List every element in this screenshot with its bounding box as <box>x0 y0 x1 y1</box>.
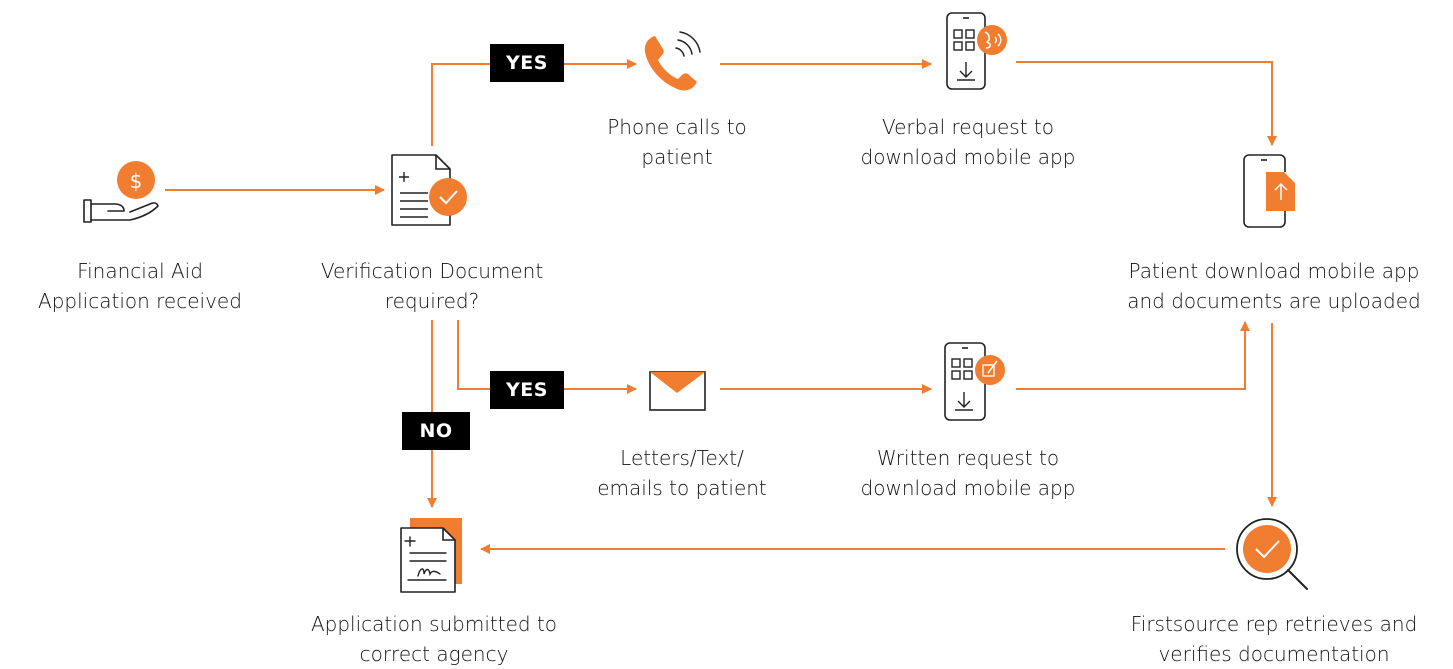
label-written: Written request to download mobile app <box>838 443 1098 503</box>
no-tag: NO <box>402 412 470 450</box>
label-financial-aid-line2: Application received <box>38 289 242 313</box>
label-phone-line2: patient <box>641 145 713 169</box>
mobile-upload-icon <box>1243 154 1295 228</box>
connector-written-to-patient-download <box>1016 321 1250 390</box>
yes-tag-bottom: YES <box>490 371 564 409</box>
connector-verbal-to-patient-download <box>1016 61 1277 146</box>
label-verification: Verification Document required? <box>292 256 572 316</box>
label-letters-line2: emails to patient <box>597 476 767 500</box>
label-firstsource: Firstsource rep retrieves and verifies d… <box>1098 609 1450 669</box>
label-patient-download-line2: and documents are uploaded <box>1127 289 1421 313</box>
signed-document-icon <box>400 518 462 593</box>
label-letters: Letters/Text/ emails to patient <box>572 443 792 503</box>
label-letters-line1: Letters/Text/ <box>620 446 744 470</box>
label-firstsource-line2: verifies documentation <box>1158 642 1390 666</box>
label-written-line2: download mobile app <box>860 476 1076 500</box>
phone-ringing-icon <box>644 31 701 91</box>
label-patient-download: Patient download mobile app and document… <box>1100 256 1448 316</box>
label-phone: Phone calls to patient <box>562 112 792 172</box>
label-financial-aid: Financial Aid Application received <box>10 256 270 316</box>
connector-verification-to-letters <box>457 320 637 394</box>
label-verbal-line2: download mobile app <box>860 145 1076 169</box>
connector-verification-to-phone <box>431 59 637 146</box>
label-phone-line1: Phone calls to <box>607 115 747 139</box>
envelope-icon <box>649 371 706 411</box>
label-verification-line1: Verification Document <box>320 259 544 283</box>
yes-tag-top: YES <box>490 44 564 82</box>
magnifier-check-icon <box>1236 518 1308 590</box>
label-financial-aid-line1: Financial Aid <box>77 259 203 283</box>
mobile-voice-icon <box>946 12 1007 90</box>
label-verbal: Verbal request to download mobile app <box>838 112 1098 172</box>
label-submitted-line2: correct agency <box>359 642 509 666</box>
document-check-icon <box>391 154 467 226</box>
label-written-line1: Written request to <box>876 446 1060 470</box>
label-firstsource-line1: Firstsource rep retrieves and <box>1130 612 1418 636</box>
mobile-write-icon <box>944 342 1005 421</box>
label-submitted-line1: Application submitted to <box>310 612 558 636</box>
label-patient-download-line1: Patient download mobile app <box>1128 259 1420 283</box>
label-submitted: Application submitted to correct agency <box>284 609 584 669</box>
dollar-sign-text: $ <box>130 169 143 193</box>
label-verification-line2: required? <box>384 289 480 313</box>
hand-dollar-icon: $ <box>83 161 159 223</box>
label-verbal-line1: Verbal request to <box>882 115 1054 139</box>
